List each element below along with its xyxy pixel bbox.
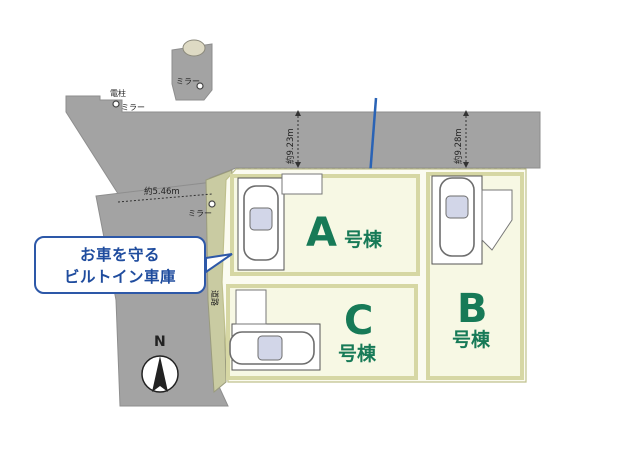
lot-c-letter: C xyxy=(344,298,373,344)
built-in-garage-callout: お車を守る ビルトイン車庫 xyxy=(34,236,206,294)
dimension-lines xyxy=(117,112,467,203)
mirror-label: ミラー xyxy=(121,103,145,112)
compass-label: N xyxy=(154,334,166,350)
mirror-corner-label: ミラー xyxy=(188,209,212,218)
lot-a-suffix: 号棟 xyxy=(344,228,383,251)
north-width-label: 約9.23m xyxy=(285,128,296,164)
west-road-label: 道路 xyxy=(210,290,220,306)
pole-label: 電柱 xyxy=(110,88,126,98)
callout-line-1: お車を守る xyxy=(79,246,160,264)
mirror-icon xyxy=(196,82,204,90)
boundary-line xyxy=(368,97,378,177)
mirror-top-label: ミラー xyxy=(176,77,200,86)
lot-a-letter: A xyxy=(306,210,337,256)
corner-mirror-icon xyxy=(208,200,216,208)
west-width-label: 約5.46m xyxy=(144,186,180,197)
lot-b-letter: B xyxy=(457,286,488,332)
lot-b-suffix: 号棟 xyxy=(452,328,491,351)
mirror-sign-icon xyxy=(182,39,206,57)
dimension-arrows xyxy=(295,110,469,168)
north-width-right-label: 約9.28m xyxy=(453,128,464,164)
lot-c-suffix: 号棟 xyxy=(338,342,377,365)
fixtures xyxy=(112,39,216,208)
compass-icon xyxy=(141,355,179,393)
lot-b xyxy=(426,172,524,380)
callout-pointer xyxy=(205,253,233,274)
pole-icon xyxy=(112,100,120,108)
lot-a xyxy=(230,173,420,276)
callout-line-2: ビルトイン車庫 xyxy=(63,268,176,286)
lot-c xyxy=(226,284,418,380)
